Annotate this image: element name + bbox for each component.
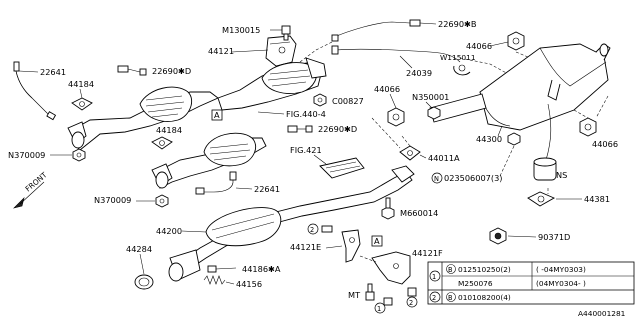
label-n350001: N350001	[412, 92, 449, 102]
bolt-circle2-lower	[406, 287, 418, 308]
bracket-44121-top	[265, 35, 297, 67]
table-row-1-num: 1	[432, 273, 436, 281]
table-row-1-part: 012510250(2)	[458, 265, 511, 274]
table-row-3: 2 B 010108200(4)	[429, 291, 511, 303]
label-44200: 44200	[156, 226, 182, 236]
label-22641-mid: 22641	[254, 184, 280, 194]
heat-shield-fig421	[319, 157, 365, 179]
label-44186a: 44186✱A	[242, 264, 281, 274]
label-44121-top: 44121	[208, 46, 234, 56]
catalytic-converter-center	[217, 57, 327, 111]
parts-table	[427, 261, 635, 305]
nut-c00827	[313, 93, 327, 107]
gasket-44184-upper	[71, 97, 93, 111]
nut-n350001	[427, 106, 441, 120]
reference-box-a-upper	[211, 109, 223, 121]
bolt-m660014	[381, 197, 395, 220]
label-44066-top: 44066	[466, 41, 492, 51]
label-n370009-lower: N370009	[94, 195, 131, 205]
bolt-m130015	[281, 25, 291, 41]
label-m660014: M660014	[400, 208, 438, 218]
o2-sensor-22641-upper	[13, 61, 57, 121]
reference-box-a-lower	[371, 235, 383, 247]
label-44011a: 44011A	[428, 153, 460, 163]
label-m130015: M130015	[222, 25, 260, 35]
gasket-44184-mid	[151, 136, 173, 150]
label-44284: 44284	[126, 244, 152, 254]
nut-023506007-muffler	[507, 132, 521, 146]
table-row-3-num: 2	[432, 294, 436, 302]
label-22690b: 22690✱B	[438, 19, 477, 29]
gasket-44284	[134, 274, 154, 290]
gasket-44381	[527, 191, 556, 207]
label-front: FRONT	[24, 170, 49, 193]
label-44381: 44381	[584, 194, 610, 204]
nut-n370009-lower	[155, 194, 169, 208]
muffler-44300	[429, 43, 611, 131]
label-22690d-upper: 22690✱D	[152, 66, 191, 76]
label-fig440-4: FIG.440-4	[286, 109, 326, 119]
nut-n370009-upper	[72, 148, 86, 162]
table-row-2-part: M250076	[458, 279, 493, 288]
hanger-44066-mid	[387, 107, 405, 127]
label-44156: 44156	[236, 279, 262, 289]
center-pipe-44200	[168, 165, 415, 282]
label-90371d: 90371D	[538, 232, 570, 242]
o2-sensor-22690d-upper	[117, 65, 147, 76]
table-row-1-range: ( -04MY0303)	[536, 265, 586, 274]
label-44121e: 44121E	[290, 242, 321, 252]
spring-44156	[203, 275, 226, 285]
label-023506007: 023506007(3)	[444, 173, 502, 183]
o2-sensor-22690d-mid	[287, 125, 313, 133]
label-ns: NS	[556, 170, 567, 180]
tail-pipe-ns	[533, 103, 557, 181]
label-22641-upper: 22641	[40, 67, 66, 77]
clamp-w115011	[453, 64, 471, 76]
label-box-a-lower: A	[374, 236, 380, 246]
label-box-a-upper: A	[214, 110, 220, 120]
label-w115011: W115011	[440, 53, 476, 62]
bolt-circle2-upper	[307, 223, 333, 235]
label-c00827: C00827	[332, 96, 364, 106]
label-44184-mid: 44184	[156, 125, 182, 135]
table-row-1-letter: B	[448, 266, 453, 274]
bolt-44186a	[207, 265, 237, 273]
label-44066-mid: 44066	[374, 84, 400, 94]
front-direction-arrow	[13, 181, 45, 209]
front-exhaust-pipe-upper	[67, 86, 219, 151]
o2-sensor-22641-mid	[195, 171, 237, 195]
hanger-44066-top	[507, 31, 525, 51]
sensor-cable-22690b	[331, 19, 461, 63]
bolt-mt	[365, 283, 375, 301]
hanger-44066-right	[579, 117, 597, 137]
label-circle-n: N	[434, 175, 439, 183]
circle-n-badge	[431, 172, 443, 184]
front-exhaust-pipe-lower	[151, 132, 267, 189]
bolt-circle1	[374, 297, 393, 314]
diagram-code: A440001281	[578, 309, 626, 318]
table-row-2-range: (04MY0304- )	[536, 279, 586, 288]
label-circle1-small: 1	[377, 305, 381, 313]
bracket-44121e	[341, 229, 361, 263]
label-22690d-mid: 22690✱D	[318, 124, 357, 134]
table-row-3-letter: B	[448, 294, 453, 302]
label-n370009-upper: N370009	[8, 150, 45, 160]
bracket-44121f	[371, 251, 411, 285]
table-row-3-part: 010108200(4)	[458, 293, 511, 302]
label-24039: 24039	[406, 68, 432, 78]
table-row-2: M250076 (04MY0304- )	[458, 279, 586, 288]
label-44121f: 44121F	[412, 248, 443, 258]
gasket-44011a	[399, 145, 421, 161]
label-circle2-b: 2	[409, 299, 413, 307]
label-44066-right: 44066	[592, 139, 618, 149]
bushing-90371d	[489, 227, 507, 245]
label-44184-upper: 44184	[68, 79, 94, 89]
label-44300: 44300	[476, 134, 502, 144]
label-mt: MT	[348, 290, 361, 300]
label-circle2-a: 2	[310, 226, 314, 234]
table-row-1: 1 B 012510250(2) ( -04MY0303)	[429, 264, 586, 282]
label-fig421: FIG.421	[290, 145, 322, 155]
